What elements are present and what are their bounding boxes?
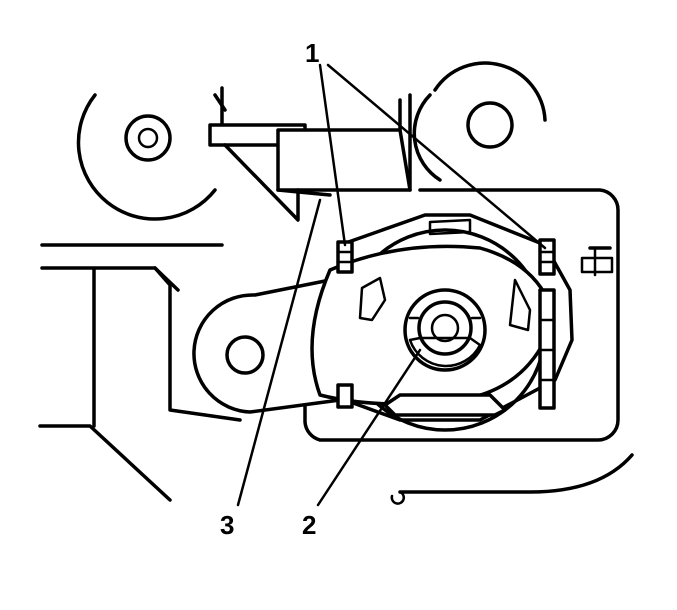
housing-background [38,61,634,505]
leader-2 [316,348,422,507]
actuator-body [310,213,574,432]
mounting-ear [192,278,342,414]
callout-2: 2 [302,510,316,540]
connector-bracket [208,123,412,222]
leader-lines [236,63,547,507]
leader-3 [236,198,322,507]
callout-labels: 1 2 3 [220,38,319,540]
leader-1-right [326,63,547,250]
clip-left-bottom [336,383,354,409]
clip-right-top [538,238,556,276]
clip-left-top [336,240,354,274]
clip-right-bottom [538,288,556,410]
callout-1: 1 [305,38,319,68]
retaining-clips [336,238,556,410]
leader-1-left [318,63,347,247]
callout-3: 3 [220,510,234,540]
